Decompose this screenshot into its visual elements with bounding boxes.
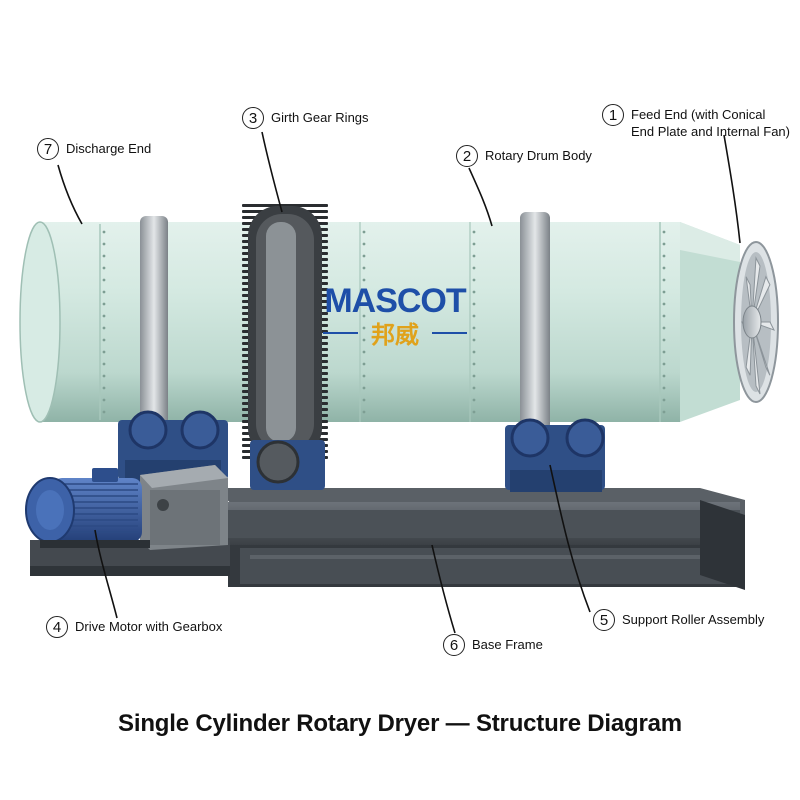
callout-label-line: Feed End (with Conical: [631, 107, 766, 122]
leader-7: [57, 164, 83, 225]
callout-girth-gear-rings: 3 Girth Gear Rings: [242, 107, 369, 129]
brand-logo: MASCOT 邦威: [323, 282, 468, 349]
brand-logo-text: MASCOT: [324, 282, 467, 320]
leader-2: [468, 167, 493, 227]
callout-drive-motor: 4 Drive Motor with Gearbox: [46, 616, 222, 638]
callout-number: 6: [443, 634, 465, 656]
callout-discharge-end: 7 Discharge End: [37, 138, 151, 160]
callout-number: 5: [593, 609, 615, 631]
tyre-ring-left: [140, 216, 168, 428]
callout-feed-end: 1 Feed End (with Conical End Plate and I…: [602, 104, 790, 140]
diagram-caption: Single Cylinder Rotary Dryer — Structure…: [118, 710, 682, 737]
callout-label-line: End Plate and Internal Fan): [631, 124, 790, 139]
leader-1: [723, 134, 741, 244]
callout-number: 1: [602, 104, 624, 126]
leader-lines: [57, 131, 741, 634]
callout-rotary-drum-body: 2 Rotary Drum Body: [456, 145, 592, 167]
callout-label-line: Base Frame: [472, 637, 543, 652]
pinion-gear: [250, 440, 325, 490]
callout-label-line: Discharge End: [66, 141, 152, 156]
support-roller-right: [505, 418, 605, 492]
drive-motor: [25, 468, 150, 548]
girth-gear-ring: [242, 204, 328, 459]
callout-label-line: Support Roller Assembly: [622, 612, 765, 627]
callout-number: 3: [242, 107, 264, 129]
callout-base-frame: 6 Base Frame: [443, 634, 543, 656]
callout-label-line: Drive Motor with Gearbox: [75, 619, 223, 634]
callout-label-line: Rotary Drum Body: [485, 148, 592, 163]
gearbox: [140, 465, 228, 550]
callout-number: 7: [37, 138, 59, 160]
feed-end-fan: [733, 241, 779, 403]
leader-6: [431, 544, 456, 634]
callout-support-roller: 5 Support Roller Assembly: [593, 609, 764, 631]
tyre-ring-right: [520, 212, 550, 430]
base-frame: [30, 488, 745, 590]
brand-logo-cjk: 邦威: [371, 321, 419, 349]
callout-number: 2: [456, 145, 478, 167]
callout-label-line: Girth Gear Rings: [271, 110, 369, 125]
callout-number: 4: [46, 616, 68, 638]
leader-4: [94, 529, 118, 619]
leader-3: [261, 131, 283, 213]
leader-5: [549, 464, 591, 613]
drum-bolt-rows: [102, 230, 666, 414]
